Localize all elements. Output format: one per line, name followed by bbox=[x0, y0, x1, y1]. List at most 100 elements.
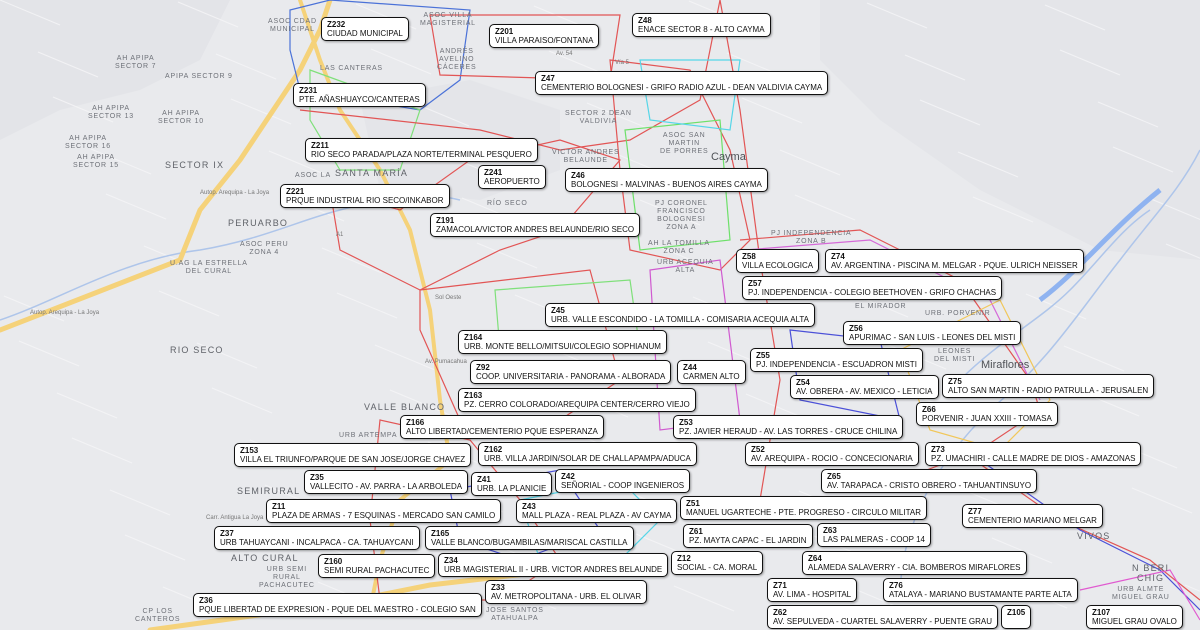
zone-code: Z37 bbox=[220, 529, 234, 538]
zone-name: AEROPUERTO bbox=[484, 177, 540, 186]
zone-name: ALTO LIBERTAD/CEMENTERIO PQUE ESPERANZA bbox=[406, 427, 598, 436]
river-chili bbox=[1038, 188, 1162, 302]
place-label: EL MIRADOR bbox=[855, 303, 907, 310]
zone-code: Z75 bbox=[948, 377, 962, 386]
zone-name: CARMEN ALTO bbox=[683, 372, 740, 381]
zone-code: Z163 bbox=[464, 391, 483, 400]
zone-code: Z62 bbox=[773, 608, 787, 617]
zone-code: Z164 bbox=[464, 333, 483, 342]
zone-code: Z71 bbox=[773, 581, 787, 590]
zone-code: Z76 bbox=[889, 581, 903, 590]
place-label: ASOC VILLA MAGISTERIAL bbox=[420, 12, 476, 27]
zone-code: Z211 bbox=[311, 141, 329, 150]
zone-name bbox=[1007, 617, 1025, 626]
zone-name: VILLA EL TRIUNFO/PARQUE DE SAN JOSE/JORG… bbox=[240, 455, 466, 464]
zone-name: PZ. MAYTA CAPAC - EL JARDIN bbox=[689, 536, 807, 545]
zone-code: Z64 bbox=[808, 554, 822, 563]
place-label: URB ARTEMPA bbox=[339, 432, 398, 439]
zone-name: ALAMEDA SALAVERRY - CIA. BOMBEROS MIRAFL… bbox=[808, 563, 1021, 572]
road-label: Av. 54 bbox=[556, 51, 573, 57]
zone-name: PJ. INDEPENDENCIA - ESCUADRON MISTI bbox=[756, 360, 917, 369]
zone-code: Z11 bbox=[272, 502, 286, 511]
zone-name: URB. MONTE BELLO/MITSUI/COLEGIO SOPHIANU… bbox=[464, 342, 661, 351]
zone-name: AV. TARAPACA - CRISTO OBRERO - TAHUANTIN… bbox=[827, 481, 1032, 490]
place-label: SECTOR 2 DEAN VALDIVIA bbox=[565, 110, 632, 125]
place-label: AH APIPA SECTOR 15 bbox=[73, 154, 119, 169]
zone-code: Z57 bbox=[748, 279, 762, 288]
place-label: URB SEMI RURAL PACHACUTEC bbox=[259, 566, 315, 589]
zone-label-z105[interactable]: Z105 bbox=[1001, 605, 1032, 629]
place-label: VICTOR ANDRES BELAUNDE bbox=[552, 149, 620, 164]
place-label: AH APIPA SECTOR 13 bbox=[88, 105, 134, 120]
zone-code: Z165 bbox=[431, 529, 450, 538]
zone-name: VALLE BLANCO/BUGAMBILAS/MARISCAL CASTILL… bbox=[431, 538, 628, 547]
place-label: ANDRÉS AVELINO CÁCERES bbox=[437, 48, 477, 71]
zone-name: PZ. UMACHIRI - CALLE MADRE DE DIOS - AMA… bbox=[931, 454, 1136, 463]
place-label: AH APIPA SECTOR 7 bbox=[115, 55, 157, 70]
zone-name: LAS PALMERAS - COOP 14 bbox=[823, 535, 925, 544]
zone-code: Z77 bbox=[968, 507, 982, 516]
place-label: ASOC LA bbox=[295, 172, 331, 179]
place-label: N BERI CHIG bbox=[1132, 563, 1170, 583]
zone-code: Z51 bbox=[686, 499, 700, 508]
place-label: Miraflores bbox=[981, 359, 1030, 371]
zone-name: ATALAYA - MARIANO BUSTAMANTE PARTE ALTA bbox=[889, 590, 1072, 599]
zone-code: Z56 bbox=[849, 324, 863, 333]
road-label: A1 bbox=[336, 232, 344, 238]
zone-code: Z74 bbox=[831, 252, 845, 261]
zone-code: Z55 bbox=[756, 351, 770, 360]
zone-code: Z43 bbox=[522, 502, 536, 511]
